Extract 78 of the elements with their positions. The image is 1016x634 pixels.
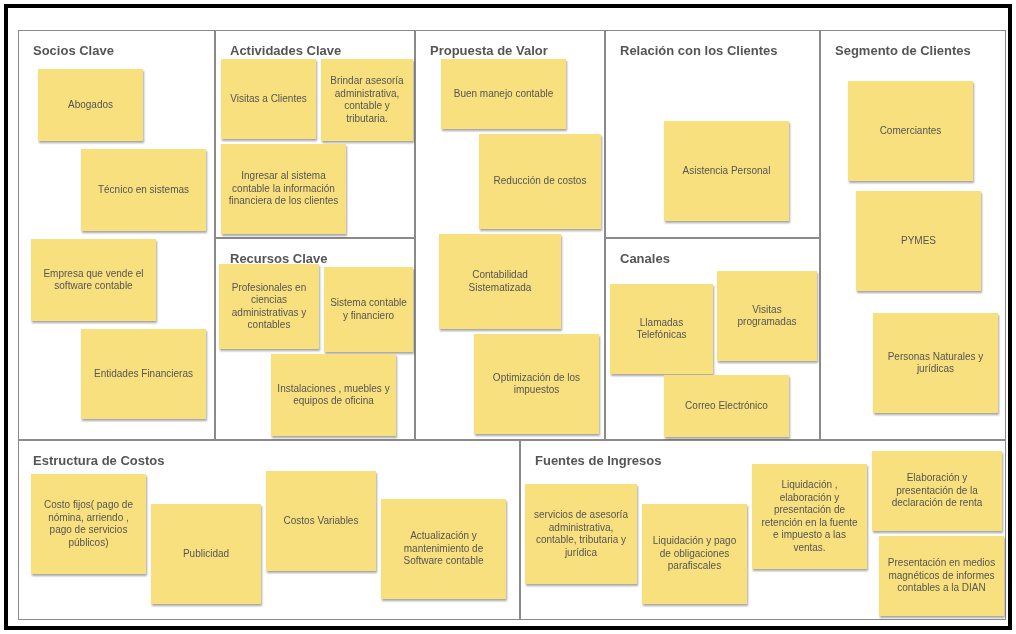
section-heading: Relación con los Clientes [620,43,778,58]
sticky-note [381,499,506,599]
sticky-note [474,334,599,434]
note-text: Buen manejo contable [453,87,554,101]
sticky-note [848,81,973,181]
note-text: PYMES [901,234,936,248]
note-text: Abogados [67,98,113,112]
sticky-note [879,536,1004,616]
sticky-note [610,284,713,374]
sticky-note [856,191,981,291]
sticky-note [81,329,206,419]
canvas-section [18,30,215,440]
note-text: Liquidación , elaboración y presentación de retención en la fuente e impuesto a las ventas. [760,479,859,554]
sticky-note [439,234,561,329]
sticky-note [31,239,156,321]
sticky-note [642,504,747,604]
note-text: Entidades Financieras [94,367,193,381]
note-text: Liquidación y pago de obligaciones parafiscales [651,535,738,573]
sticky-note [221,59,316,139]
sticky-note [752,464,867,569]
canvas-section [820,30,1006,440]
sticky-note [525,484,637,584]
section-heading: Actividades Clave [230,43,342,58]
sticky-note [872,451,1002,531]
note-text: Llamadas Telefónicas [635,316,688,342]
note-text: Contabilidad Sistematizada [467,269,533,294]
sticky-note [271,354,396,436]
note-text: Correo Electrónico [685,399,768,413]
section-heading: Socios Clave [33,43,114,58]
canvas-section [415,30,605,440]
sticky-note [81,149,206,231]
note-text: Personas Naturales y jurídicas [886,350,985,376]
note-text: Instalaciones , muebles y equipos de oficina [277,382,390,408]
section-heading: Canales [620,251,670,266]
canvas-section [215,30,415,238]
note-text: Costo fijos( pago de nómina, arriendo , pago de servicios públicos) [43,499,134,549]
note-text: Visitas a Clientes [230,92,307,106]
note-text: Profesionales en ciencias administrativas y contables [230,281,308,332]
note-text: Asistencia Personal [682,164,771,178]
note-text: Reducción de costos [493,175,587,188]
sticky-note [664,121,789,221]
note-text: Optimización de los impuestos [491,371,582,397]
canvas-section [18,440,520,620]
section-heading: Fuentes de Ingresos [535,453,662,468]
section-heading: Estructura de Costos [33,453,165,468]
note-text: Elaboración y presentación de la declaración de renta [890,472,984,510]
sticky-note [219,264,319,349]
note-text: Técnico en sistemas [97,183,190,197]
section-heading: Segmento de Clientes [835,43,971,58]
sticky-note [221,144,346,234]
sticky-note [479,134,601,229]
note-text: servicios de asesoría administrativa, contable, tributaria y jurídica [533,509,629,559]
canvas-section [605,30,820,238]
note-text: Comerciantes [879,124,942,138]
canvas-section [520,440,1006,620]
sticky-note [151,504,261,604]
sticky-note [324,267,413,352]
note-text: Empresa que vende el software contable [42,267,145,293]
sticky-note [31,474,146,574]
note-text: Actualización y mantenimiento de Software contable [402,530,485,568]
note-text: Presentación en medios magnéticos de informes contables a la DIAN [886,557,997,595]
sticky-note [664,375,789,437]
note-text: Visitas programadas [736,303,798,329]
sticky-note [873,313,998,413]
note-text: Ingresar al sistema contable la información financiera de los clientes [227,170,340,208]
sticky-note [717,271,817,361]
note-text: Costos Variables [283,514,359,528]
sticky-note [441,59,566,129]
sticky-note [266,471,376,571]
note-text: Publicidad [182,547,230,561]
sticky-note [38,69,143,141]
note-text: Brindar asesoría administrativa, contable y tributaria. [329,75,405,125]
section-heading: Recursos Clave [230,251,328,266]
sticky-note [321,59,413,141]
canvas-section [215,238,415,440]
note-text: Sistema contable y financiero [330,297,407,322]
section-heading: Propuesta de Valor [430,43,548,58]
canvas-section [605,238,820,440]
